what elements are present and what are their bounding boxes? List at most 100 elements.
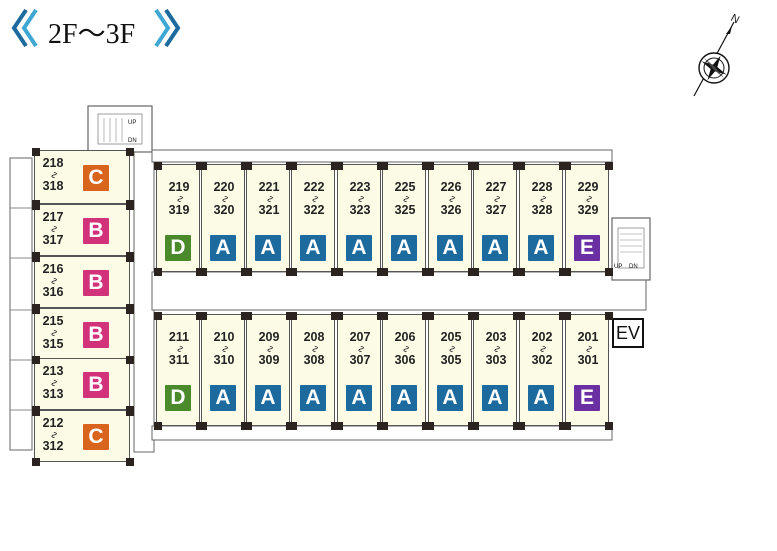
wall-post [605,312,613,320]
range-tilde: ∿ [48,224,59,234]
unit-number-2f: 216 [42,262,64,276]
range-tilde: ∿ [355,344,366,354]
unit-number-3f: 326 [440,203,462,217]
unit-number-2f: 219 [168,180,190,194]
unit-number-2f: 207 [349,330,371,344]
wall-post [335,162,343,170]
unit-number-range: 226∿326 [429,181,473,217]
unit-type-badge: A [210,235,236,261]
unit-type-badge: A [482,235,508,261]
wall-post [380,422,388,430]
unit-type-badge: A [437,235,463,261]
unit-type-badge: B [83,270,109,296]
wall-post [289,312,297,320]
wall-post [517,162,525,170]
unit-number-3f: 315 [42,337,64,351]
unit-number-3f: 322 [303,203,325,217]
unit-number-3f: 325 [394,203,416,217]
wall-post [426,312,434,320]
unit-type-badge: A [346,235,372,261]
wall-post [199,422,207,430]
range-tilde: ∿ [48,276,59,286]
unit-number-range: 225∿325 [383,181,427,217]
unit-number-2f: 213 [42,364,64,378]
unit-number-2f: 206 [394,330,416,344]
unit-type-badge: A [528,385,554,411]
floor-title-banner: 2F〜3F [10,6,190,50]
right-chevron-icon [154,8,181,48]
unit-number-range: 201∿301 [566,331,610,367]
unit-number-3f: 307 [349,353,371,367]
unit-number-2f: 225 [394,180,416,194]
range-tilde: ∿ [264,194,275,204]
right-stairs-down-label: DN [629,264,638,270]
unit-number-3f: 319 [168,203,190,217]
unit-number-3f: 310 [213,353,235,367]
unit-type-badge: D [165,385,191,411]
unit-number-2f: 223 [349,180,371,194]
unit-number-range: 221∿321 [247,181,291,217]
unit-number-range: 223∿323 [338,181,382,217]
range-tilde: ∿ [355,194,366,204]
wall-post [32,408,40,416]
wall-post [563,312,571,320]
unit-number-3f: 317 [42,233,64,247]
range-tilde: ∿ [583,344,594,354]
unit-type-badge: A [391,385,417,411]
range-tilde: ∿ [48,378,59,388]
wall-post [126,254,134,262]
range-tilde: ∿ [264,344,275,354]
unit-number-range: 227∿327 [474,181,518,217]
unit-number-3f: 312 [42,439,64,453]
range-tilde: ∿ [583,194,594,204]
unit-217[interactable]: 217∿317 B [32,202,134,260]
unit-number-2f: 209 [258,330,280,344]
wall-post [563,422,571,430]
range-tilde: ∿ [400,194,411,204]
unit-type-badge: D [165,235,191,261]
top-stairs-up-label: UP [128,120,136,126]
range-tilde: ∿ [446,194,457,204]
unit-number-2f: 210 [213,330,235,344]
unit-number-2f: 217 [42,210,64,224]
wall-post [244,268,252,276]
unit-number-3f: 328 [531,203,553,217]
unit-number-3f: 323 [349,203,371,217]
range-tilde: ∿ [174,194,185,204]
unit-number-range: 213∿313 [35,365,71,401]
unit-number-range: 210∿310 [202,331,246,367]
wall-post [517,268,525,276]
wall-post [380,312,388,320]
unit-216[interactable]: 216∿316 B [32,254,134,312]
unit-number-range: 209∿309 [247,331,291,367]
unit-number-3f: 327 [485,203,507,217]
unit-number-3f: 316 [42,285,64,299]
unit-type-badge: B [83,218,109,244]
unit-number-3f: 313 [42,387,64,401]
unit-number-2f: 215 [42,314,64,328]
